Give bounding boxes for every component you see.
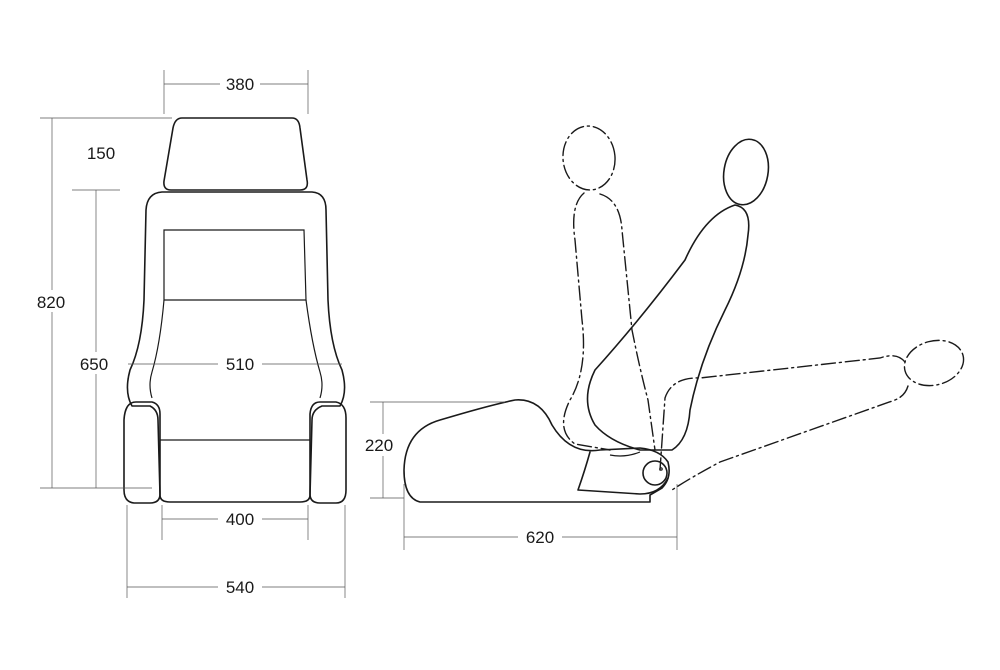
- label-headrest-width: 380: [226, 75, 254, 94]
- side-seat-cushion: [403, 399, 670, 503]
- front-headrest: [163, 117, 309, 191]
- side-backrest: [586, 204, 750, 451]
- label-seat-width-inner: 400: [226, 510, 254, 529]
- side-reclined-backrest: [659, 355, 909, 491]
- label-seat-depth: 620: [526, 528, 554, 547]
- dimension-labels: 380 150 820 650 510 400 540 220 620: [30, 73, 562, 598]
- side-upright-backrest: [562, 192, 656, 451]
- front-inner-bolster-right: [305, 299, 323, 399]
- side-headrest: [722, 138, 770, 206]
- label-total-height: 820: [37, 293, 65, 312]
- front-center-panel: [163, 229, 307, 301]
- front-inner-bolster-left: [149, 299, 165, 399]
- label-seat-height: 220: [365, 436, 393, 455]
- front-cushion-left: [123, 401, 161, 504]
- side-seat-base: [577, 451, 669, 495]
- side-upright-headrest: [562, 125, 616, 191]
- label-shoulder-width: 510: [226, 355, 254, 374]
- label-headrest-height: 150: [87, 144, 115, 163]
- recline-knob: [642, 460, 668, 486]
- side-view: [370, 125, 965, 550]
- side-reclined-headrest: [903, 339, 965, 387]
- label-seat-width-outer: 540: [226, 578, 254, 597]
- label-backrest-height: 650: [80, 355, 108, 374]
- front-cushion-right: [309, 401, 347, 504]
- front-backrest: [126, 191, 346, 503]
